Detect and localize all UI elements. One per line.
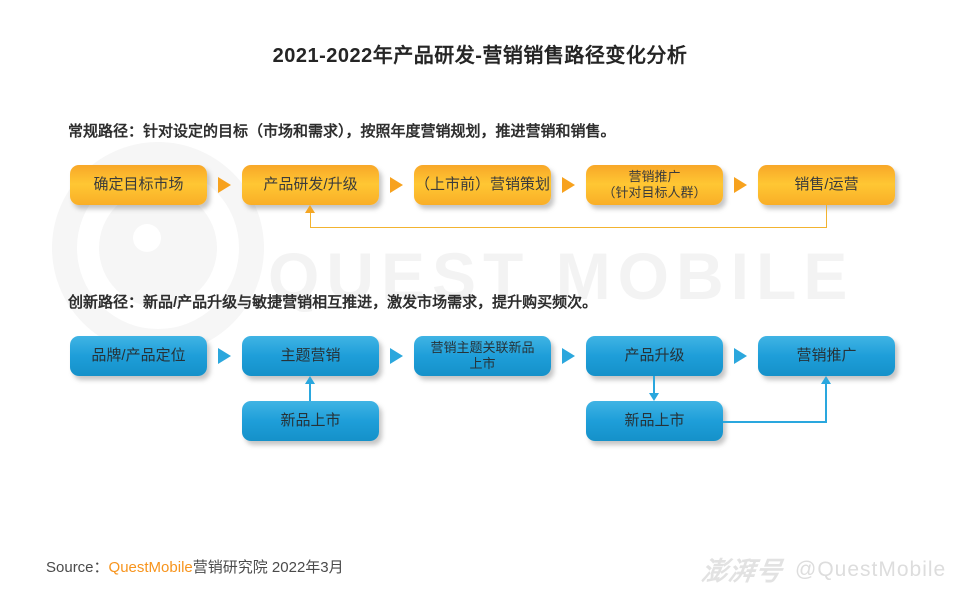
box-label: 新品上市: [280, 412, 341, 429]
arrow-up-icon: [821, 376, 831, 384]
source-suffix: 营销研究院 2022年3月: [192, 559, 344, 576]
arrow-right-icon: [562, 348, 575, 364]
box-brand-product-positioning: 品牌/产品定位: [70, 336, 207, 376]
arrow-right-icon: [734, 177, 747, 193]
feedback-line-horizontal: [310, 227, 827, 228]
arrow-down-icon: [649, 393, 659, 401]
box-label: 确定目标市场: [93, 176, 184, 193]
box-theme-marketing: 主题营销: [242, 336, 379, 376]
box-new-product-launch-right: 新品上市: [586, 401, 723, 441]
connector-line-horizontal: [723, 421, 827, 423]
connector-line-up-left: [309, 384, 311, 401]
box-new-product-launch-left: 新品上市: [242, 401, 379, 441]
feedback-line-vertical-right: [826, 205, 827, 228]
box-pre-launch-marketing-planning: （上市前）营销策划: [414, 165, 551, 205]
arrow-right-icon: [218, 177, 231, 193]
box-label: 品牌/产品定位: [91, 347, 186, 364]
questmobile-handle: @QuestMobile: [795, 557, 947, 581]
arrow-up-icon: [305, 376, 315, 384]
questmobile-logo-disc-watermark: [99, 189, 217, 307]
box-label-line1: 营销主题关联新品: [430, 339, 535, 355]
questmobile-text-watermark: QUEST MOBILE: [268, 239, 855, 313]
box-label: 产品升级: [624, 347, 685, 364]
page-title: 2021-2022年产品研发-营销销售路径变化分析: [272, 45, 688, 67]
box-label: 销售/运营: [794, 176, 859, 193]
source-note: Source：QuestMobile营销研究院 2022年3月: [46, 556, 344, 577]
box-marketing-promotion-target-audience: 营销推广 （针对目标人群）: [586, 165, 723, 205]
box-sales-operations: 销售/运营: [758, 165, 895, 205]
arrow-right-icon: [562, 177, 575, 193]
box-label-line2: 上市: [469, 356, 496, 371]
innovation-path-description: 创新路径：新品/产品升级与敏捷营销相互推进，激发市场需求，提升购买频次。: [68, 294, 598, 311]
connector-line-up-right: [825, 384, 827, 423]
box-label-line1: 营销推广: [628, 168, 681, 184]
box-marketing-theme-linked-new-product-launch: 营销主题关联新品 上市: [414, 336, 551, 376]
box-label: （上市前）营销策划: [414, 176, 550, 193]
regular-path-description: 常规路径：针对设定的目标（市场和需求），按照年度营销规划，推进营销和销售。: [68, 123, 616, 140]
questmobile-logo-dot-watermark: [133, 224, 161, 252]
box-label-line2: （针对目标人群）: [602, 185, 707, 200]
arrow-right-icon: [390, 348, 403, 364]
box-marketing-promotion: 营销推广: [758, 336, 895, 376]
source-brand: QuestMobile: [108, 559, 193, 576]
arrow-right-icon: [734, 348, 747, 364]
connector-line-down: [653, 376, 655, 393]
box-product-rd-upgrade: 产品研发/升级: [242, 165, 379, 205]
feedback-line-vertical-left: [310, 213, 311, 228]
source-prefix: Source：: [46, 559, 109, 576]
arrow-up-icon: [305, 205, 315, 213]
arrow-right-icon: [390, 177, 403, 193]
publisher-watermark: 澎湃号 @QuestMobile: [699, 551, 947, 588]
box-label: 新品上市: [624, 412, 685, 429]
pengpai-logo: 澎湃号: [699, 556, 785, 586]
box-product-upgrade: 产品升级: [586, 336, 723, 376]
box-label: 主题营销: [280, 347, 341, 364]
arrow-right-icon: [218, 348, 231, 364]
box-label: 产品研发/升级: [263, 176, 358, 193]
box-define-target-market: 确定目标市场: [70, 165, 207, 205]
box-label: 营销推广: [796, 347, 857, 364]
